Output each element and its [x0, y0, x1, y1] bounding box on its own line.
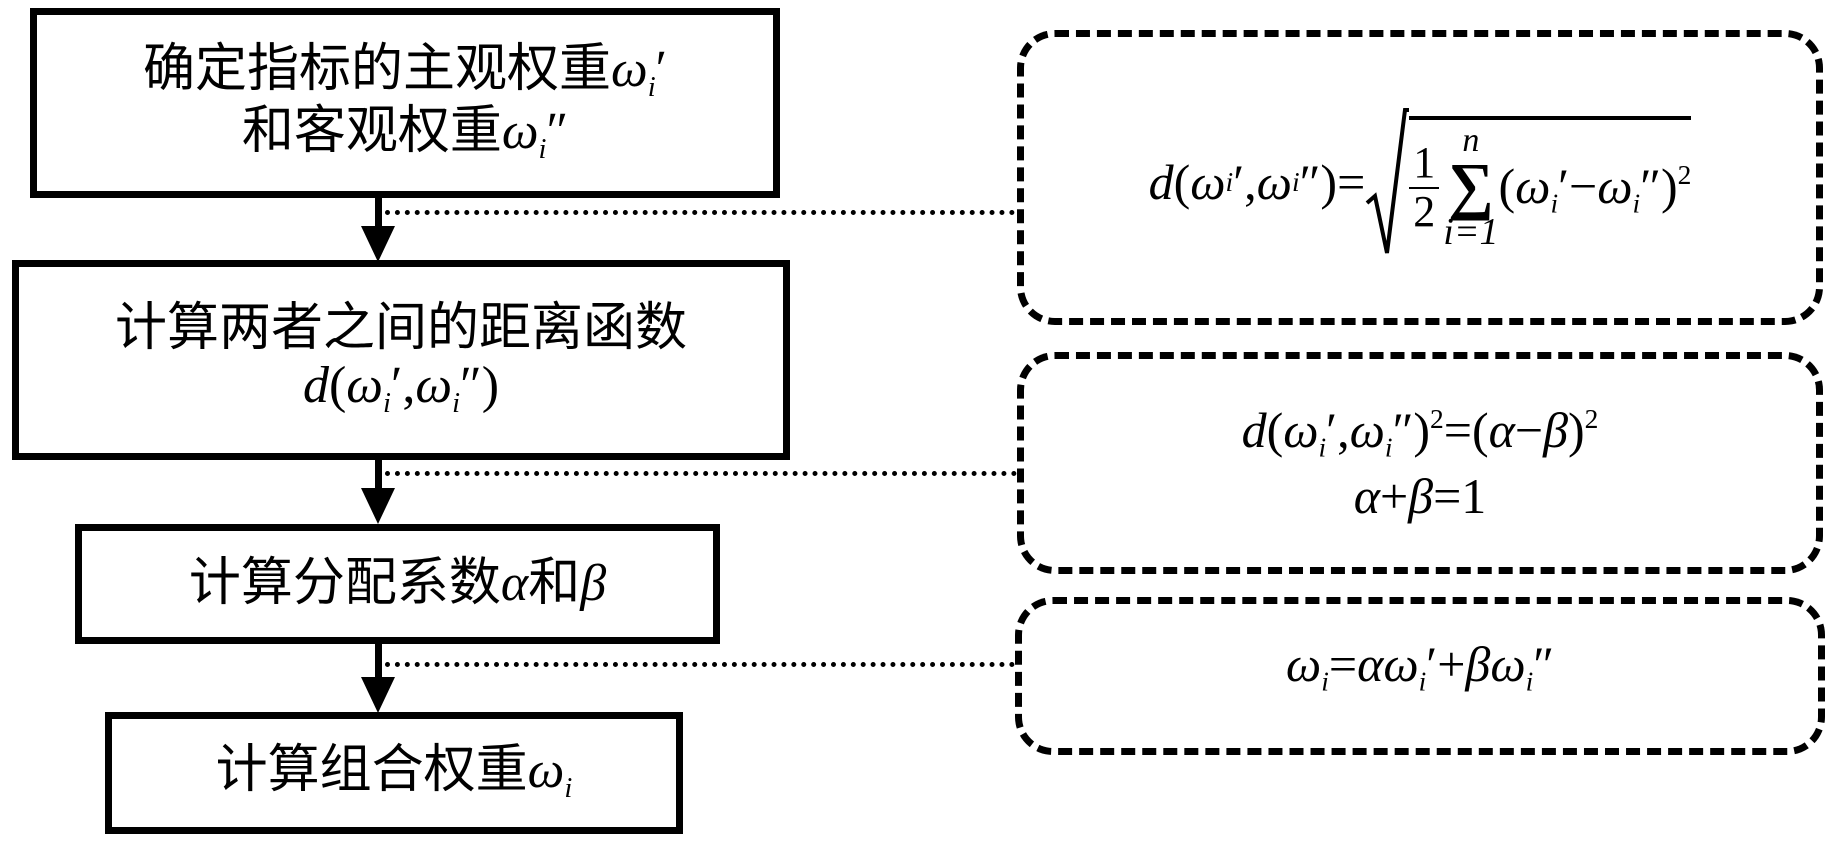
formula-box-combined-weight: ωi=αωi′+βωi″	[1015, 597, 1825, 755]
alpha-plus-beta-formula: α+β=1	[1353, 467, 1487, 524]
dotted-link-2	[385, 471, 1017, 476]
summation: n ∑ i=1	[1443, 122, 1499, 253]
sqrt-sign-icon	[1365, 107, 1410, 258]
formula-box-coefficients: d(ωi′,ωi″)2=(α−β)2 α+β=1	[1017, 352, 1823, 574]
dotted-link-1	[385, 210, 1015, 215]
step-box-allocation-coefficients: 计算分配系数α和β	[75, 524, 720, 644]
combined-weight-formula: ωi=αωi′+βωi″	[1285, 636, 1555, 697]
step-3-label: 计算分配系数α和β	[188, 555, 607, 613]
arrow-shaft-1	[375, 197, 382, 237]
step-2-line-1: 计算两者之间的距离函数	[114, 300, 687, 358]
dotted-link-3	[385, 662, 1015, 667]
arrow-shaft-2	[375, 458, 382, 498]
step-4-label: 计算组合权重ωi	[215, 741, 573, 804]
fraction-one-half: 1 2	[1409, 140, 1440, 234]
distance-squared-formula: d(ωi′,ωi″)2=(α−β)2	[1241, 401, 1599, 463]
step-2-distance-formula: d(ωi′,ωi″)	[302, 357, 500, 420]
arrow-head-3	[361, 677, 395, 713]
step-1-line-1: 确定指标的主观权重ωi′	[142, 40, 668, 103]
arrow-head-1	[361, 226, 395, 262]
step-1-line-2: 和客观权重ωi″	[241, 103, 569, 165]
step-box-combined-weight: 计算组合权重ωi	[105, 712, 683, 834]
step-box-distance-function: 计算两者之间的距离函数 d(ωi′,ωi″)	[12, 260, 790, 460]
arrow-head-2	[361, 488, 395, 524]
step-box-subjective-objective-weights: 确定指标的主观权重ωi′ 和客观权重ωi″	[30, 8, 780, 198]
arrow-shaft-3	[375, 642, 382, 682]
